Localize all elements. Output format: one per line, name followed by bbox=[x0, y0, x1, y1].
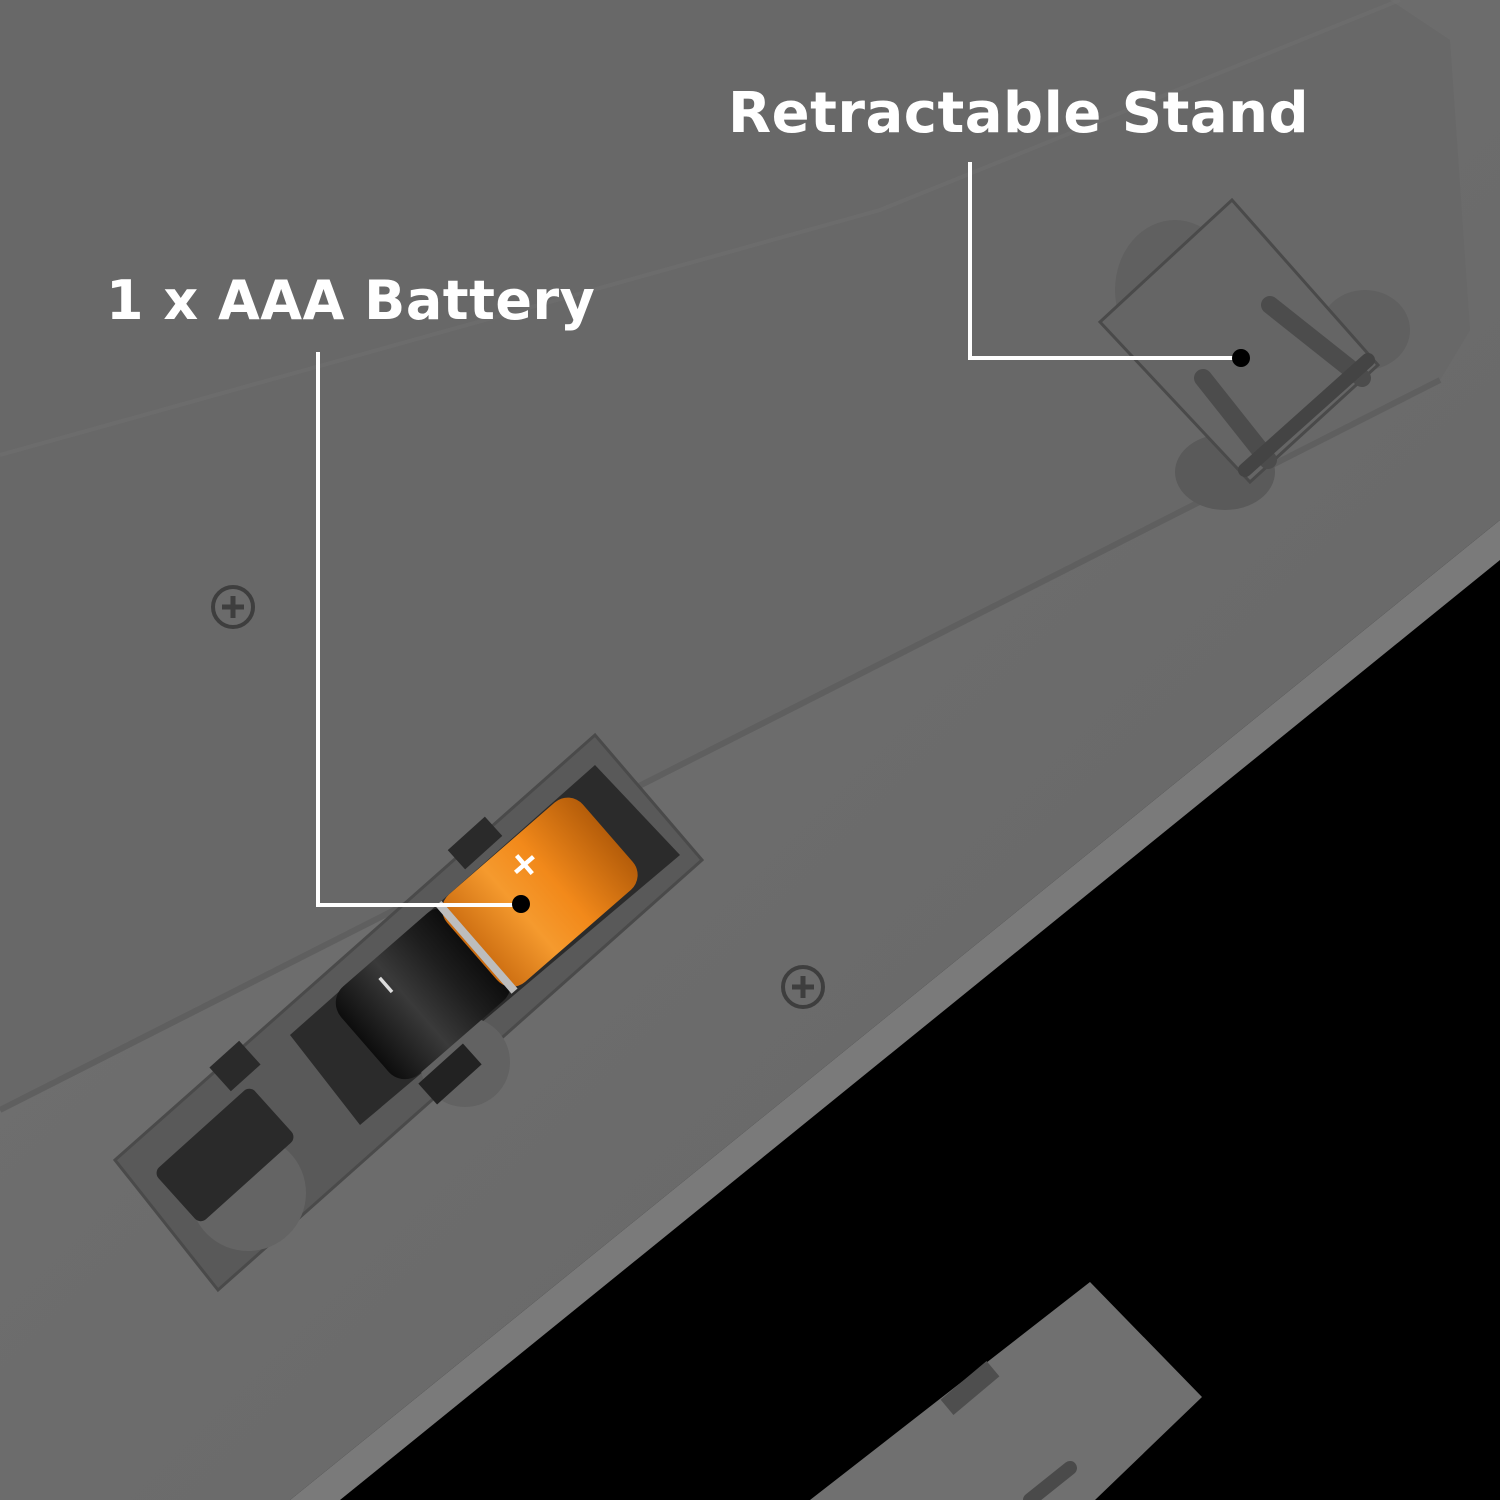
keyboard-edge bbox=[290, 520, 1500, 1500]
detached-cover bbox=[810, 1282, 1202, 1500]
keyboard-inner-panel bbox=[0, 0, 1470, 1110]
battery-callout-line bbox=[316, 352, 520, 907]
panel-bevel-top bbox=[0, 0, 1401, 457]
aaa-battery: + − bbox=[335, 797, 638, 1080]
battery-callout-label: 1 x AAA Battery bbox=[106, 269, 596, 332]
stand-callout-dot bbox=[1232, 349, 1250, 367]
cover-latch bbox=[940, 1361, 1000, 1415]
screw-left bbox=[211, 585, 255, 629]
battery-callout-dot bbox=[512, 895, 530, 913]
cover-slot bbox=[1023, 1461, 1077, 1500]
stand-callout-label: Retractable Stand bbox=[728, 81, 1310, 146]
stand-callout-line bbox=[968, 162, 1240, 360]
screw-right bbox=[781, 965, 825, 1009]
retractable-stand bbox=[1097, 197, 1410, 510]
